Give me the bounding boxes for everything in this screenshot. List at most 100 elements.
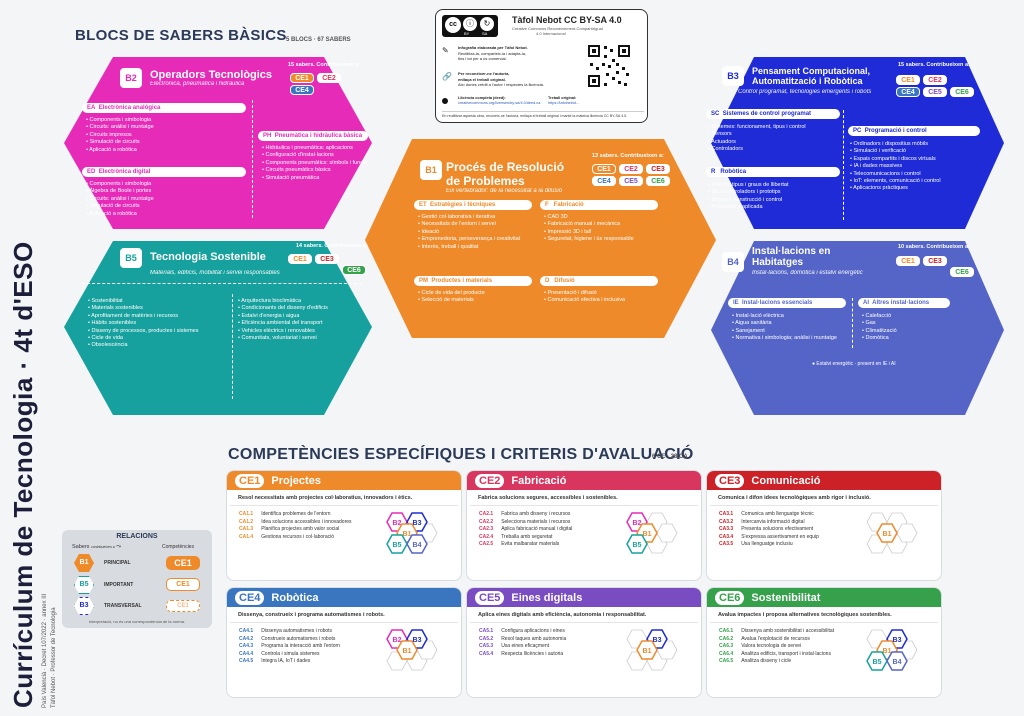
ea-title: Electrònica analògica [98, 105, 161, 111]
b1-ce6: CE6 [646, 176, 670, 186]
license-deed-label: Llicència completa (deed): [458, 96, 506, 100]
license-sub2: 4.0 Internacional [536, 31, 566, 36]
by-icon: ⓘ [463, 17, 477, 31]
license-row2b: enllaça el treball original. [458, 76, 506, 82]
hex-b4 [886, 651, 908, 671]
b1-pm-list: Cicle de vida del producteSelecció de ma… [418, 290, 484, 305]
list-item: Interès, treball i qualitat [418, 244, 533, 251]
ca-code: CA5.2 [479, 635, 494, 642]
ca-text: Presenta solucions efectivament [741, 526, 814, 533]
b5-ce6: CE6 [342, 265, 366, 275]
list-item: Disseny de processos, productes i sistem… [88, 328, 198, 335]
ce-title: Comunicació [751, 474, 821, 487]
b3-divider [843, 110, 844, 220]
list-item: Sanejament [732, 328, 837, 335]
list-item: Hàbits sostenibles [88, 320, 198, 327]
list-item: Configuració d'instal·lacions [262, 152, 367, 159]
list-item: Ideació [418, 229, 533, 236]
b1-title2: de Problemes [446, 174, 525, 188]
ca-text: Programa la interacció amb l'entorn [261, 643, 340, 650]
license-row2a: Per reconèixer-ne l'autoria, [458, 71, 510, 76]
ca-code: CA6.5 [719, 658, 734, 665]
license-row1c: fins i tot per a ús comercial. [458, 56, 507, 61]
list-item: IA i dades massives [850, 163, 941, 170]
ie-title: Instal·lacions essencials [742, 300, 813, 306]
ca-code: CA6.4 [719, 650, 734, 657]
list-item: Components i simbologia [86, 117, 154, 124]
qr-code[interactable] [586, 43, 632, 89]
list-item: Circuits: anàlisi i muntatge [86, 196, 153, 203]
pc-code: PC [853, 128, 862, 134]
rel-principal: PRINCIPAL [104, 560, 131, 566]
ce-description: Dissenya, construeix i programa automati… [230, 607, 458, 623]
ca-code: CA1.3 [239, 526, 254, 533]
list-item: Pneumàtica aplicada [708, 204, 789, 211]
ce-hex-cluster: B1 [866, 512, 918, 554]
ca-code: CA2.5 [479, 541, 494, 548]
ed-title: Electrònica digital [98, 169, 151, 175]
hex-label: B5 [873, 659, 882, 666]
license-original-link[interactable]: https://tafolnebot... [548, 101, 580, 105]
d-title: Difusió [554, 278, 575, 284]
list-item: Cicle de vida [88, 335, 198, 342]
b3-title2: Automatització i Robòtica [752, 76, 863, 86]
rel-note: Interpretació, no és una correspondència… [88, 619, 186, 624]
ca-text: Comunica amb llenguatge tècnic [741, 511, 814, 517]
list-item: Comunitats, voluntariat i servei [238, 335, 328, 342]
b2-ph-header: PH Pneumàtica i hidràulica bàsica [258, 131, 368, 141]
b4-ie-list: Instal·lació elèctricaAigua sanitàriaSan… [732, 313, 837, 343]
ce-code: CE3 [715, 473, 745, 488]
ca-code: CA2.4 [479, 533, 494, 540]
rel-ce1-important: CE1 [166, 578, 200, 591]
ca-code: CA5.3 [479, 643, 494, 650]
ce-description: Resol necessitats amb projectes col·labo… [230, 490, 458, 506]
pencil-icon: ✎ [442, 46, 449, 55]
b3-ce2: CE2 [923, 75, 947, 85]
list-item: Instal·lació elèctrica [732, 313, 837, 320]
b2-ce1: CE1 [290, 73, 314, 83]
hex-label: B1 [403, 648, 412, 655]
ca-code: CA4.1 [239, 628, 254, 634]
b4-ce6: CE6 [950, 267, 974, 277]
list-item: Aprofitament de matèries i recursos [88, 313, 198, 320]
b3-count: 15 sabers. Contribueixen a: [898, 62, 970, 68]
hex-label: B3 [413, 520, 422, 527]
b4-note: ● Estalvi energètic · present en IE i AI [812, 361, 896, 367]
blocs-title: BLOCS DE SABERS BÀSICS [75, 27, 287, 44]
list-item: Necessitats de l'entorn i servei [418, 221, 533, 228]
b5-header: Tecnologia Sostenible [150, 251, 266, 263]
ca-text: Planifica projectes amb valor social [261, 526, 340, 533]
list-item: Simulació de circuits [86, 139, 154, 146]
list-item: Ordinadors i dispositius mòbils [850, 141, 941, 148]
hex-label: B5 [393, 542, 402, 549]
license-row1b: Reutilitza-la, comparteix-la i adapta-la… [458, 50, 527, 56]
b3-badge: B3 [722, 66, 744, 86]
ca-code: CA1.4 [239, 533, 254, 540]
blocs-meta: 5 BLOCS · 67 SABERS [286, 37, 351, 43]
b1-f-list: CAD 3DFabricació manual i mecànicaImpres… [544, 214, 654, 244]
ph-code: PH [263, 133, 272, 139]
b5-badge: B5 [120, 248, 142, 268]
rel-important: IMPORTANT [104, 582, 134, 588]
ce-code: CE5 [475, 590, 505, 605]
license-deed-link[interactable]: creativecommons.org/licenses/by-sa/4.0/d… [458, 101, 541, 105]
comp-title: COMPETÈNCIES ESPECÍFIQUES I CRITERIS D'A… [228, 446, 694, 463]
ca-code: CA3.5 [719, 541, 734, 548]
ce-title: Fabricació [511, 474, 567, 487]
